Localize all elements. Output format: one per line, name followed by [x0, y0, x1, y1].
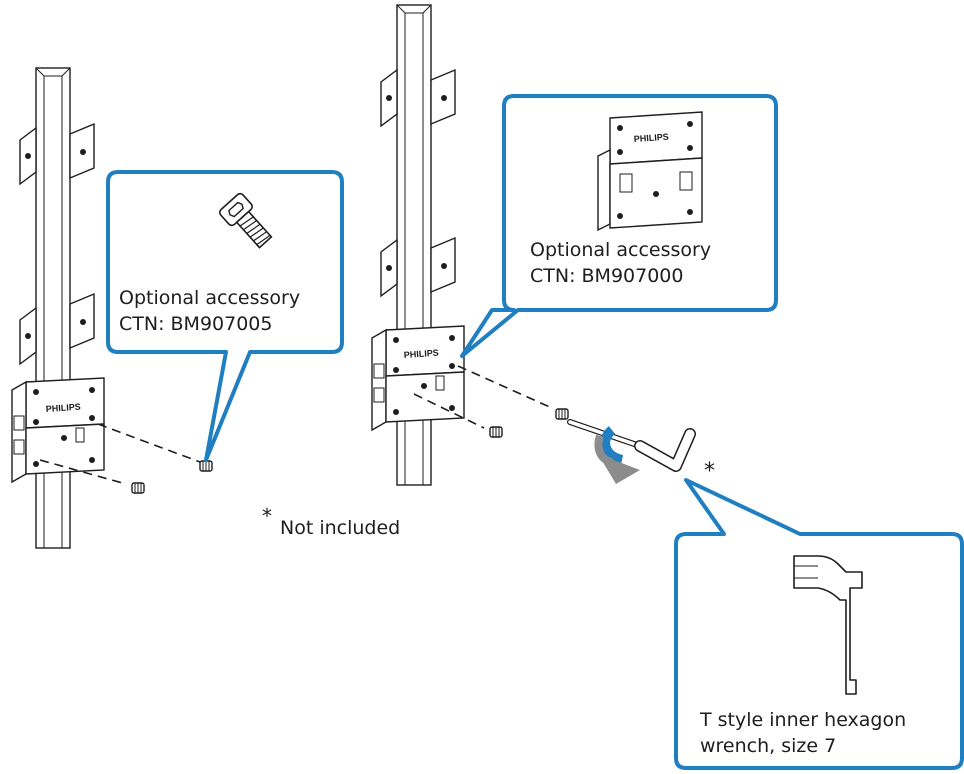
rotation-arrow-icon — [594, 426, 640, 484]
callout-bracket-line1: Optional accessory — [530, 239, 712, 261]
left-pole-assembly: PHILIPS — [11, 67, 145, 549]
right-pole-assembly: PHILIPS — [371, 4, 569, 486]
callout-screw-line2: CTN: BM907005 — [119, 313, 273, 335]
wrench-in-use — [567, 419, 696, 472]
brand-label-left: PHILIPS — [45, 402, 81, 414]
not-included-asterisk-wrench: * — [704, 459, 715, 484]
brand-label-callout: PHILIPS — [633, 132, 669, 144]
brand-label-right: PHILIPS — [403, 348, 439, 360]
callout-wrench — [674, 478, 964, 770]
callout-screw-line1: Optional accessory — [119, 287, 301, 309]
callout-wrench-line2: wrench, size 7 — [700, 735, 837, 757]
bracket-plate-icon: PHILIPS — [597, 111, 703, 232]
callout-wrench-line1: T style inner hexagon — [700, 709, 907, 731]
footnote-text: Not included — [280, 517, 401, 539]
screw-icon — [218, 192, 273, 249]
hex-wrench-icon — [793, 555, 863, 695]
alignment-lines — [39, 365, 553, 485]
callout-bracket: PHILIPS — [460, 94, 778, 358]
callout-screw — [106, 170, 344, 462]
footnote-asterisk: * — [262, 504, 272, 528]
callout-bracket-line2: CTN: BM907000 — [530, 265, 684, 287]
